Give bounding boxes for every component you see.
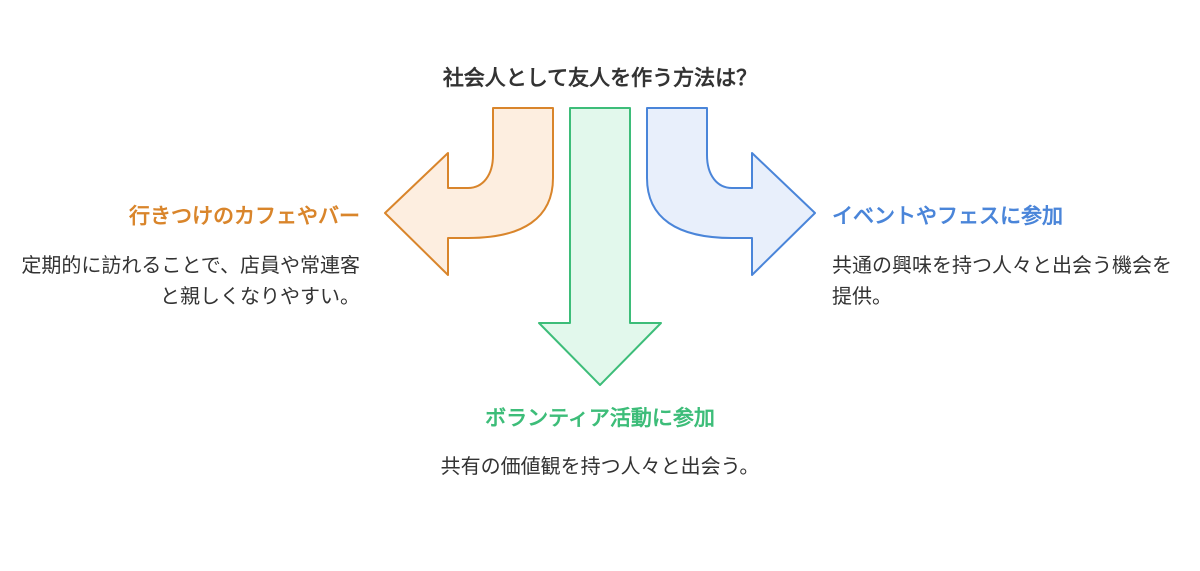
option-bottom-description: 共有の価値観を持つ人々と出会う。 (440, 454, 760, 478)
left-curved-arrow (384, 107, 554, 276)
diagram-title: 社会人として友人を作う方法は？ (442, 66, 758, 90)
right-curved-arrow (646, 107, 816, 276)
option-left-description: 定期的に訪れることで、店員や常連客と親しくなりやすい。 (21, 253, 360, 308)
option-right-heading: イベントやフェスに参加 (832, 204, 1063, 228)
option-left-heading: 行きつけのカフェやバー (129, 204, 360, 228)
option-right-description: 共通の興味を持つ人々と出会う機会を提供。 (832, 253, 1172, 308)
down-arrow (538, 107, 662, 386)
option-bottom-heading: ボランティア活動に参加 (485, 406, 715, 430)
